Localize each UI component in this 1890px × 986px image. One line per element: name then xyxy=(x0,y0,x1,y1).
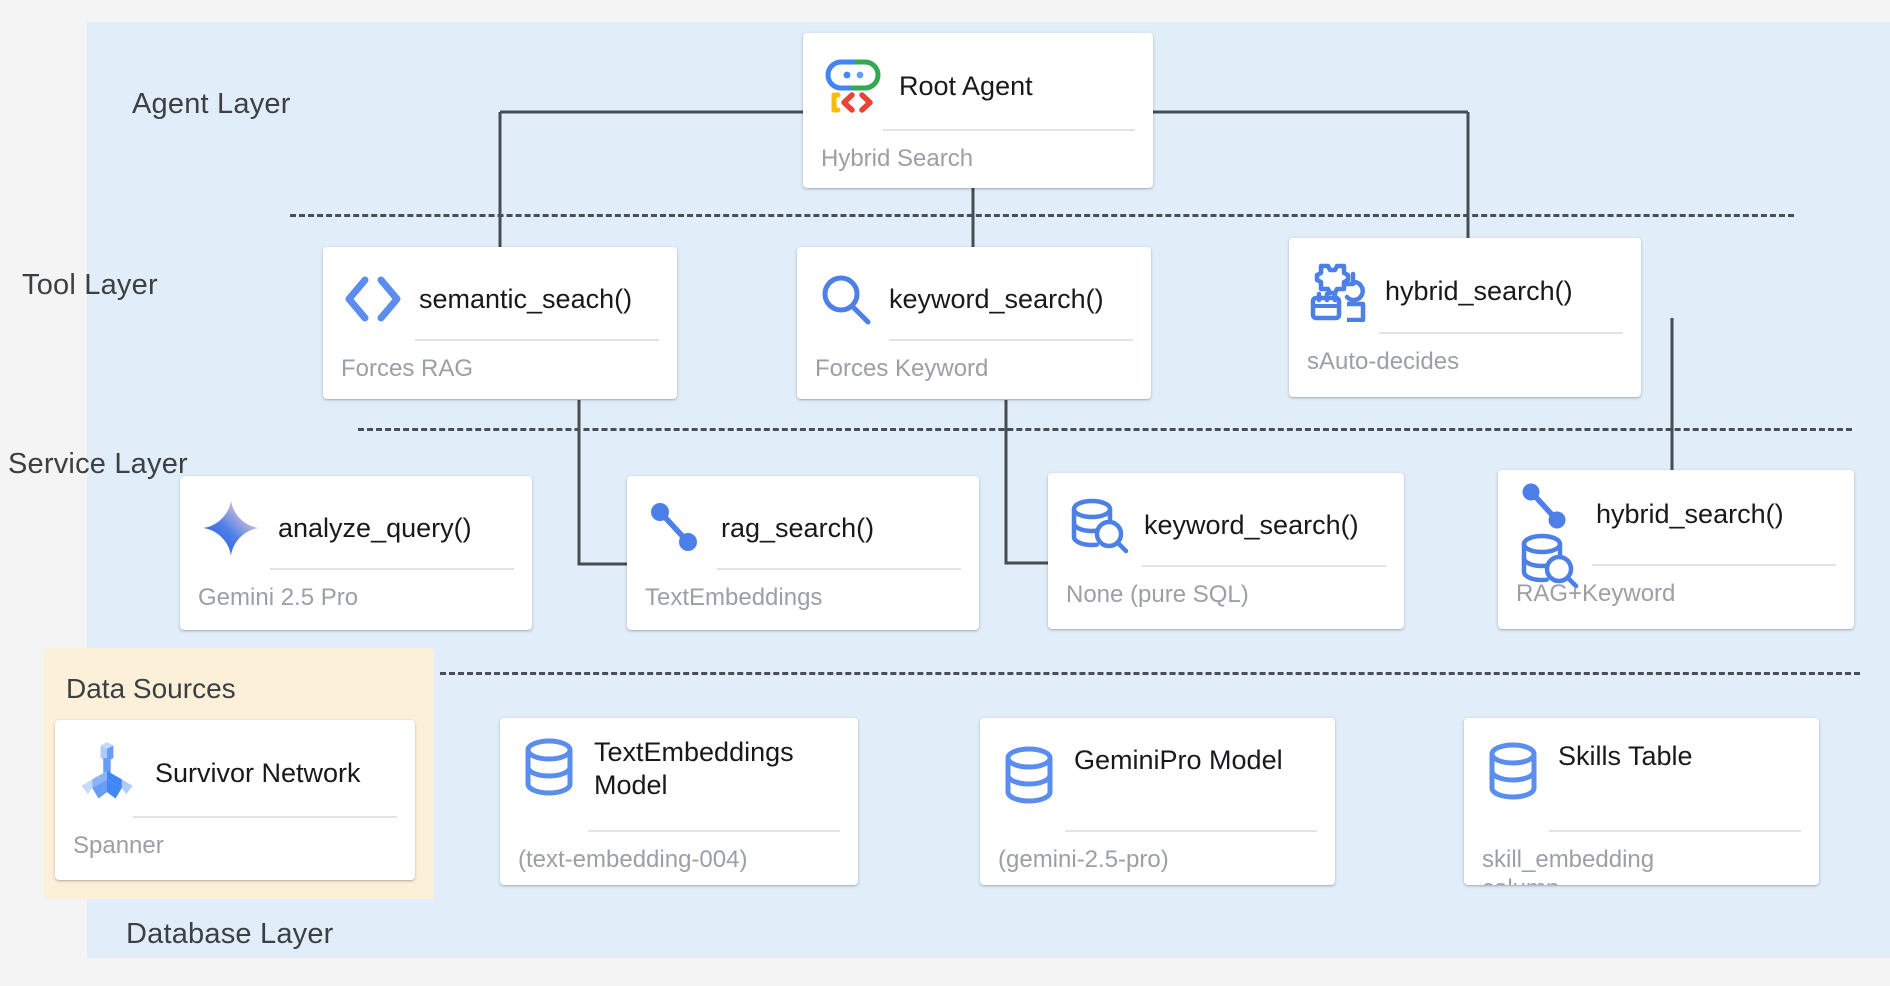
card-header: hybrid_search() xyxy=(1498,470,1854,589)
layer-label-tool: Tool Layer xyxy=(22,269,158,301)
spanner-icon xyxy=(73,739,141,807)
divider-tool-service xyxy=(358,428,1852,431)
card-survivor-network[interactable]: Survivor Network Spanner xyxy=(55,720,415,880)
card-title: Skills Table xyxy=(1558,741,1693,771)
code-brackets-icon xyxy=(341,272,405,326)
card-header: Skills Table xyxy=(1464,718,1819,826)
vector-db-search-icon xyxy=(1516,482,1582,598)
card-service-analyze-query[interactable]: analyze_query() Gemini 2.5 Pro xyxy=(180,476,532,630)
card-title: semantic_seach() xyxy=(419,283,633,314)
card-header: Root Agent xyxy=(803,33,1153,125)
card-subtitle: skill_embedding column xyxy=(1482,846,1655,885)
card-subtitle: sAuto-decides xyxy=(1307,348,1460,375)
layer-label-agent: Agent Layer xyxy=(132,88,291,120)
card-divider xyxy=(1065,830,1317,832)
wire-keyword-to-keyword xyxy=(1004,400,1050,565)
card-header: GeminiPro Model xyxy=(980,718,1335,826)
card-root-agent[interactable]: Root Agent Hybrid Search xyxy=(803,33,1153,188)
card-divider xyxy=(883,129,1135,131)
card-divider xyxy=(270,568,514,570)
card-divider xyxy=(717,568,961,570)
card-db-geminipro-model[interactable]: GeminiPro Model (gemini-2.5-pro) xyxy=(980,718,1335,885)
card-header: rag_search() xyxy=(627,476,979,566)
card-subtitle: TextEmbeddings xyxy=(645,584,823,611)
card-footer: Hybrid Search xyxy=(803,129,1153,174)
data-sources-title: Data Sources xyxy=(66,673,236,704)
card-header: analyze_query() xyxy=(180,476,532,566)
wire-semantic-to-rag xyxy=(577,400,631,566)
card-footer: None (pure SQL) xyxy=(1048,565,1404,610)
card-title: Survivor Network xyxy=(155,757,361,788)
card-divider xyxy=(1142,565,1386,567)
card-subtitle: Forces RAG xyxy=(341,355,474,382)
card-subtitle: (gemini-2.5-pro) xyxy=(998,846,1169,873)
card-title: hybrid_search() xyxy=(1385,275,1573,306)
db-search-icon xyxy=(1066,495,1130,555)
card-header: Survivor Network xyxy=(55,720,415,812)
gemini-spark-icon xyxy=(198,496,264,560)
card-title: GeminiPro Model xyxy=(1074,745,1283,775)
card-header: hybrid_search() xyxy=(1289,238,1641,330)
card-footer: skill_embedding column xyxy=(1464,830,1819,885)
panel-bottom-strip xyxy=(87,958,1890,986)
card-footer: (text-embedding-004) xyxy=(500,830,858,875)
card-db-skills-table[interactable]: Skills Table skill_embedding column xyxy=(1464,718,1819,885)
card-title: keyword_search() xyxy=(1144,509,1359,540)
gear-tune-icon xyxy=(1307,260,1371,322)
card-title: analyze_query() xyxy=(278,512,472,543)
card-title: hybrid_search() xyxy=(1596,499,1784,529)
divider-service-db xyxy=(440,672,1860,675)
database-icon xyxy=(998,744,1060,806)
card-tool-keyword-search[interactable]: keyword_search() Forces Keyword xyxy=(797,247,1151,399)
card-title: keyword_search() xyxy=(889,283,1104,314)
card-header: keyword_search() xyxy=(797,247,1151,337)
card-footer: Gemini 2.5 Pro xyxy=(180,568,532,613)
card-subtitle: None (pure SQL) xyxy=(1066,581,1249,608)
layer-label-database: Database Layer xyxy=(126,918,334,950)
card-footer: (gemini-2.5-pro) xyxy=(980,830,1335,875)
card-divider xyxy=(133,816,397,818)
card-subtitle: Gemini 2.5 Pro xyxy=(198,584,359,611)
card-divider xyxy=(1549,830,1801,832)
card-subtitle: Forces Keyword xyxy=(815,355,989,382)
card-db-textembeddings-model[interactable]: TextEmbeddings Model (text-embedding-004… xyxy=(500,718,858,885)
layer-label-service: Service Layer xyxy=(8,448,188,480)
card-header: semantic_seach() xyxy=(323,247,677,337)
card-header: TextEmbeddings Model xyxy=(500,718,858,826)
card-divider xyxy=(588,830,840,832)
card-title: TextEmbeddings Model xyxy=(594,737,794,800)
card-service-hybrid-search[interactable]: hybrid_search() RAG+Keyword xyxy=(1498,470,1854,629)
card-divider xyxy=(1379,332,1623,334)
magnifier-icon xyxy=(815,270,875,328)
card-divider xyxy=(415,339,659,341)
card-title: Root Agent xyxy=(899,70,1033,101)
card-divider xyxy=(889,339,1133,341)
card-header: keyword_search() xyxy=(1048,473,1404,563)
card-tool-hybrid-search[interactable]: hybrid_search() sAuto-decides xyxy=(1289,238,1641,397)
card-subtitle: Hybrid Search xyxy=(821,145,974,172)
card-footer: sAuto-decides xyxy=(1289,332,1641,377)
card-title: rag_search() xyxy=(721,512,875,543)
card-service-rag-search[interactable]: rag_search() TextEmbeddings xyxy=(627,476,979,630)
card-tool-semantic-search[interactable]: semantic_seach() Forces RAG xyxy=(323,247,677,399)
card-service-keyword-search[interactable]: keyword_search() None (pure SQL) xyxy=(1048,473,1404,629)
card-footer: Forces RAG xyxy=(323,339,677,384)
card-footer: RAG+Keyword xyxy=(1498,564,1854,609)
database-icon xyxy=(518,736,580,798)
card-footer: TextEmbeddings xyxy=(627,568,979,613)
card-subtitle: Spanner xyxy=(73,832,164,859)
card-divider xyxy=(1592,564,1836,566)
divider-agent-tool xyxy=(290,214,1794,217)
card-footer: Spanner xyxy=(55,816,415,861)
card-subtitle: RAG+Keyword xyxy=(1516,580,1676,607)
database-icon xyxy=(1482,740,1544,802)
vector-link-icon xyxy=(645,499,707,557)
card-footer: Forces Keyword xyxy=(797,339,1151,384)
card-subtitle: (text-embedding-004) xyxy=(518,846,748,873)
adk-agent-icon xyxy=(821,54,885,118)
